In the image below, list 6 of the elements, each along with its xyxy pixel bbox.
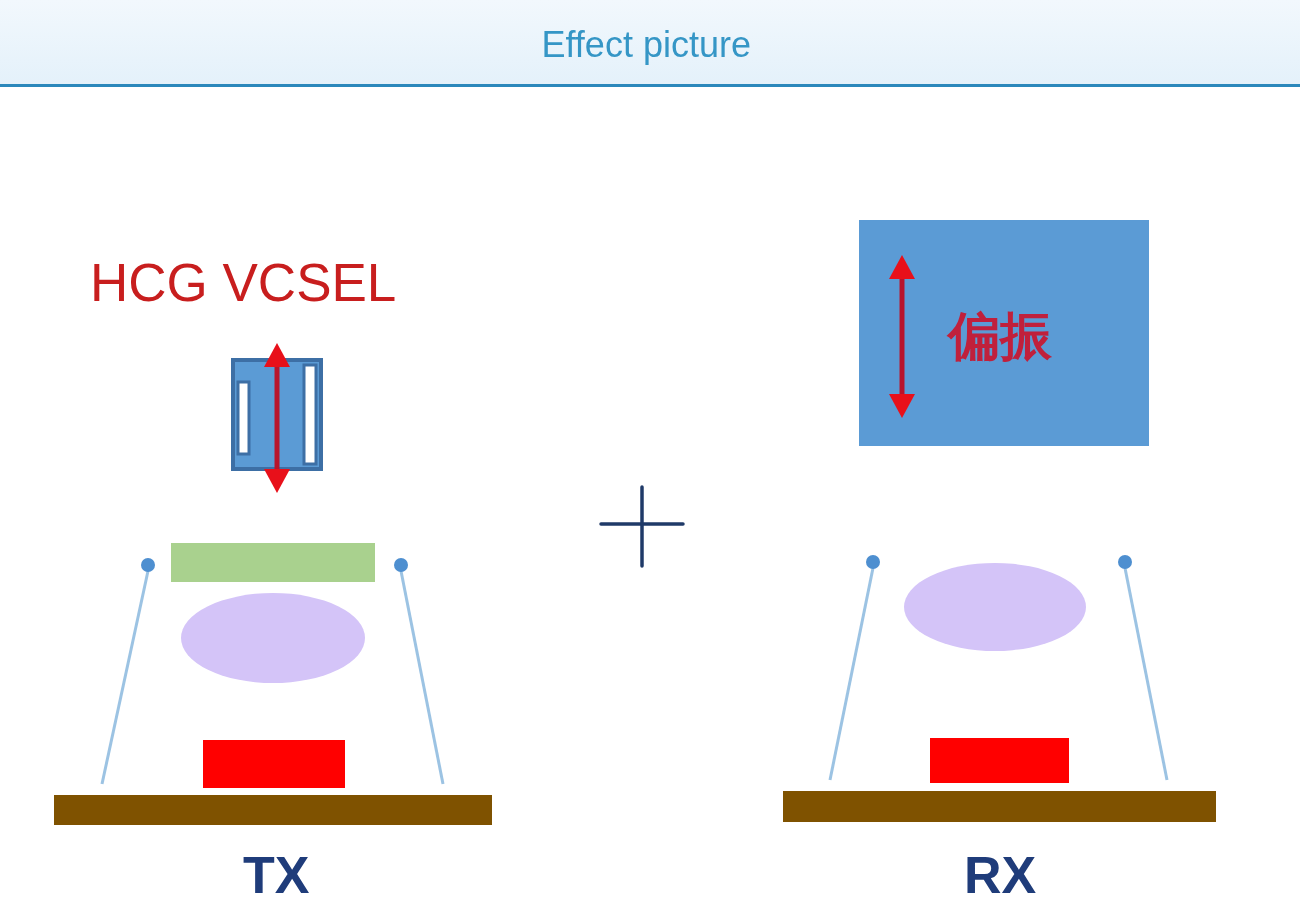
polarizer-panel <box>859 220 1149 446</box>
side-label: RX <box>964 849 1037 901</box>
polarization-label: 偏振 <box>948 310 1052 362</box>
title: Effect picture <box>541 27 751 63</box>
part-label: HCG VCSEL <box>90 256 397 309</box>
side-label: TX <box>243 849 310 901</box>
